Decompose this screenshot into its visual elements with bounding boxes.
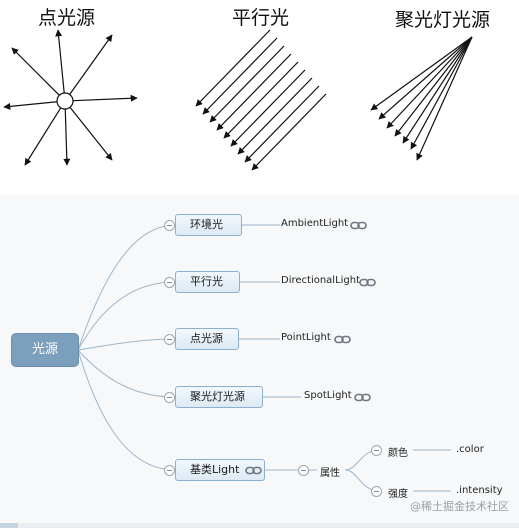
class-directional-light: DirectionalLight [281,275,361,286]
point-light-title: 点光源 [38,7,95,29]
link-icon[interactable] [354,393,371,402]
connector-root-ambient [77,224,176,351]
node-point-light[interactable]: 点光源 [175,328,239,350]
property-color: .color [456,444,484,455]
light-ray-arrow [402,36,473,144]
class-point-light: PointLight [281,332,331,343]
connector-root-point [77,338,176,351]
link-icon[interactable] [334,335,351,344]
node-intensity[interactable]: 强度 [388,489,408,500]
light-ray-arrow [69,106,113,161]
light-ray-arrow [394,36,473,137]
light-ray-arrow [195,29,271,107]
collapse-toggle-directional[interactable] [164,277,175,288]
light-ray-arrow [216,53,292,131]
connector-root-spot [77,349,176,398]
link-icon[interactable] [245,466,262,475]
spot-light-title: 聚光灯光源 [395,9,490,31]
light-ray-arrow [410,36,473,150]
light-types-illustration: 点光源 平行光 聚光灯光源 [3,7,490,171]
light-ray-arrow [386,36,473,129]
light-ray-arrow [72,94,138,102]
bottom-strip [0,523,519,528]
collapse-toggle-ambient[interactable] [164,220,175,231]
node-base-light-label: 基类Light [190,463,240,476]
light-ray-arrow [209,45,285,123]
light-ray-arrow [223,61,299,139]
light-ray-arrow [244,85,320,163]
collapse-toggle-spot[interactable] [164,392,175,403]
point-light-rays [3,29,138,166]
node-color[interactable]: 颜色 [388,448,408,459]
node-base-light[interactable]: 基类Light [175,459,265,481]
collapse-toggle-point[interactable] [164,334,175,345]
spot-light-rays [370,36,473,161]
light-ray-arrow [370,36,473,111]
node-ambient-light[interactable]: 环境光 [175,214,242,236]
connector-root-directional [77,281,176,351]
light-ray-arrow [378,36,473,120]
light-ray-arrow [3,101,58,110]
node-directional-light[interactable]: 平行光 [175,271,240,293]
light-sources-mindmap: 光源 环境光 AmbientLight 平行光 DirectionalLight… [0,195,519,528]
parallel-light-title: 平行光 [232,7,289,29]
link-icon[interactable] [350,221,367,230]
light-ray-arrow [63,108,71,166]
light-ray-arrow [69,34,113,95]
watermark: @稀土掘金技术社区 [410,500,509,513]
light-ray-arrow [24,107,62,166]
root-node-light-source[interactable]: 光源 [11,333,79,367]
class-spot-light: SpotLight [304,390,352,401]
node-spot-light[interactable]: 聚光灯光源 [175,386,263,408]
light-ray-arrow [202,37,278,115]
point-light-source [56,92,74,110]
parallel-light-rays [195,29,327,171]
light-ray-arrow [230,69,306,147]
collapse-toggle-attributes[interactable] [298,465,309,476]
light-ray-arrow [251,93,327,171]
light-ray-arrow [237,77,313,155]
collapse-toggle-intensity[interactable] [371,486,382,497]
class-ambient-light: AmbientLight [281,218,349,229]
light-ray-arrow [416,36,473,161]
light-ray-arrow [11,47,60,96]
connector-root-light [77,349,176,471]
property-intensity: .intensity [456,485,503,496]
node-attributes[interactable]: 属性 [320,468,340,479]
collapse-toggle-light[interactable] [164,465,175,476]
collapse-toggle-color[interactable] [371,445,382,456]
link-icon[interactable] [359,278,376,287]
light-ray-arrow [55,29,65,94]
